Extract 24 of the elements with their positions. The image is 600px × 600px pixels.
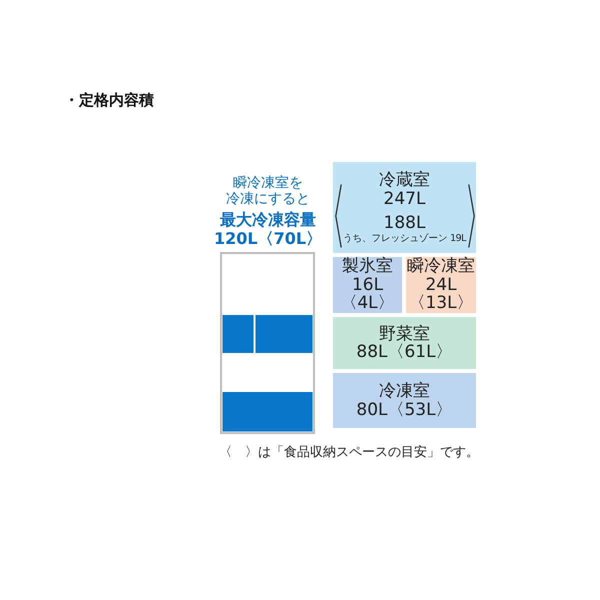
compartment-name: 冷蔵室 xyxy=(379,170,430,190)
capacity-value: 24L xyxy=(425,276,457,294)
compartment-name: 製氷室 xyxy=(342,257,393,276)
capacity-note: うち、フレッシュゾーン 19L xyxy=(343,234,466,244)
capacity-value: 〈13L〉 xyxy=(408,294,474,313)
section-title: ・定格内容積 xyxy=(64,91,154,110)
compartment-name: 野菜室 xyxy=(379,324,430,343)
subheading: 最大冷凍容量 xyxy=(220,211,316,229)
capacity-value: 247L xyxy=(384,190,426,209)
capacity-value: 188L xyxy=(384,214,426,232)
compartment-name: 冷凍室 xyxy=(379,382,430,400)
capacity-value: 16L xyxy=(352,276,384,294)
capacity-value: 80L〈53L〉 xyxy=(356,400,453,419)
capacity-value: 〈4L〉 xyxy=(340,294,395,313)
description-text: 瞬冷凍室を冷凍にすると xyxy=(225,176,311,208)
compartment-name: 瞬冷凍室 xyxy=(407,257,475,276)
compartment-box xyxy=(333,162,476,253)
footnote: 〈 〉は「食品収納スペースの目安」です。 xyxy=(219,446,479,461)
compartment-box xyxy=(333,373,476,428)
capacity-value: 120L〈70L〉 xyxy=(214,230,322,248)
compartment-box xyxy=(333,317,476,369)
capacity-value: 88L〈61L〉 xyxy=(356,343,453,362)
compartment-box xyxy=(406,257,476,313)
compartment-box xyxy=(333,257,402,313)
